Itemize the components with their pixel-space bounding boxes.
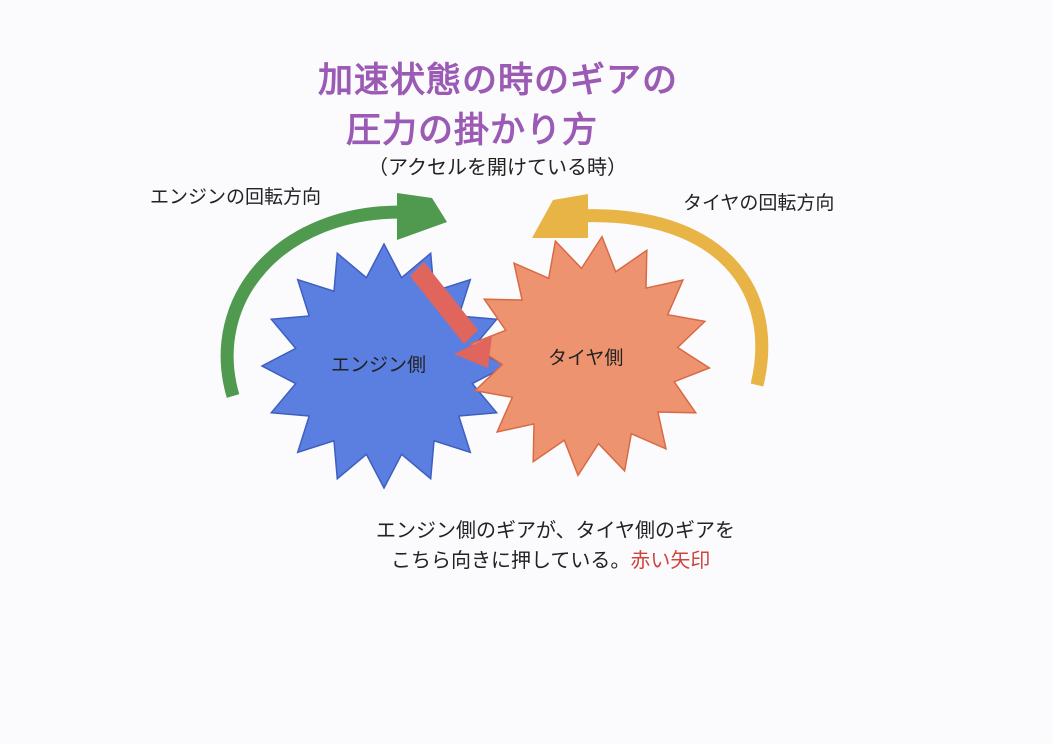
caption-line-1: エンジン側のギアが、タイヤ側のギアを <box>376 518 735 542</box>
tire-rotation-label: タイヤの回転方向 <box>683 192 835 214</box>
push-direction-arrow <box>410 262 492 368</box>
page-title-line-2: 圧力の掛かり方 <box>346 111 599 151</box>
engine-gear-label: エンジン側 <box>331 354 426 376</box>
tire-gear-label: タイヤ側 <box>548 347 623 369</box>
caption-line-2: こちら向きに押している。赤い矢印 <box>391 544 710 573</box>
page-title-line-1: 加速状態の時のギアの <box>318 61 679 101</box>
engine-rotation-arrow <box>220 193 447 398</box>
engine-rotation-label: エンジンの回転方向 <box>150 186 322 208</box>
tire-rotation-arrow <box>532 194 769 387</box>
tire-gear <box>468 234 712 478</box>
subtitle: （アクセルを開けている時） <box>368 155 627 179</box>
caption-line-2-text: こちら向きに押している。 <box>391 548 631 572</box>
caption-highlight: 赤い矢印 <box>630 548 711 572</box>
